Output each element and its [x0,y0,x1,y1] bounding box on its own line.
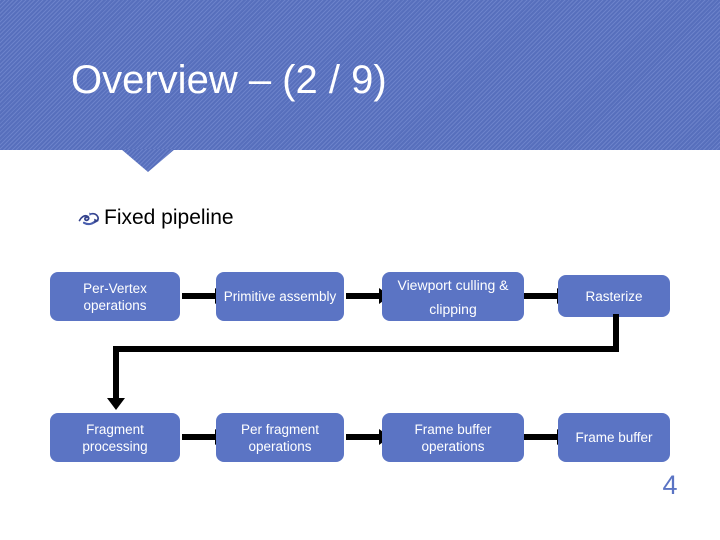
flow-box-rasterize[interactable]: Rasterize [558,275,670,317]
flow-box-frame-buffer-operations[interactable]: Frame buffer operations [382,413,524,462]
slide-header-band [0,0,720,150]
flow-box-label: Frame buffer operations [414,421,492,454]
swirl-arrow-bullet-icon [78,212,99,226]
bullet-item-fixed-pipeline: Fixed pipeline [78,203,234,233]
elbow-rasterize-to-fragment-processing [107,314,622,418]
flow-box-label: Rasterize [585,288,643,304]
flow-box-per-fragment-operations[interactable]: Per fragment operations [216,413,344,462]
flow-box-label: Per fragment operations [240,421,320,454]
flow-box-frame-buffer[interactable]: Frame buffer [558,413,670,462]
slide-number: 4 [662,470,678,500]
bullet-item-label: Fixed pipeline [104,206,234,229]
flow-box-label: Per-Vertex operations [83,280,147,313]
flow-box-label: Primitive assembly [223,289,337,304]
flow-box-label: Viewport culling & clipping [397,276,509,317]
page-title: Overview – (2 / 9) [71,58,387,102]
header-notch-triangle [121,149,175,172]
flow-box-label: Frame buffer [575,430,653,445]
flow-box-per-vertex-operations[interactable]: Per-Vertex operations [50,272,180,321]
flow-box-viewport-culling-clipping[interactable]: Viewport culling & clipping [382,272,524,321]
flow-box-fragment-processing[interactable]: Fragment processing [50,413,180,462]
flow-box-label: Fragment processing [82,421,148,454]
flow-box-primitive-assembly[interactable]: Primitive assembly [216,272,344,321]
